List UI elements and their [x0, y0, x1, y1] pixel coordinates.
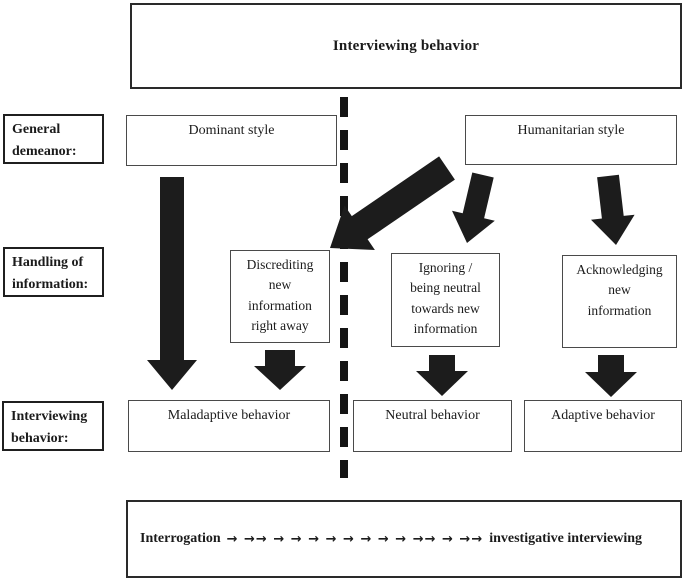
continuum-end-label: investigative interviewing — [489, 531, 643, 546]
maladaptive-behavior-box: Maladaptive behavior — [128, 400, 330, 452]
row-label-general-demeanor: General demeanor: — [3, 114, 104, 164]
neutral-behavior-label: Neutral behavior — [385, 408, 480, 423]
maladaptive-behavior-label: Maladaptive behavior — [167, 408, 291, 423]
arrow-humanitarian-to-discrediting-icon — [330, 156, 455, 250]
interviewing-behavior-title-box: Interviewing behavior — [130, 3, 682, 89]
row-label-interviewing-behavior: Interviewing behavior: — [2, 401, 104, 451]
arrow-acknowledging-to-adaptive-icon — [585, 355, 637, 397]
arrow-dominant-to-maladaptive-icon — [147, 177, 197, 390]
dominant-style-label: Dominant style — [188, 123, 275, 138]
arrow-humanitarian-to-ignoring-icon — [452, 172, 495, 243]
diagram-title: Interviewing behavior — [332, 37, 480, 54]
arrow-humanitarian-to-acknowledging-icon — [591, 174, 635, 245]
neutral-behavior-box: Neutral behavior — [353, 400, 512, 452]
continuum-start-label: Interrogation — [140, 531, 221, 546]
humanitarian-style-box: Humanitarian style — [465, 115, 677, 165]
adaptive-behavior-label: Adaptive behavior — [551, 408, 655, 423]
discrediting-information-box: Discrediting new information right away — [230, 250, 330, 343]
row-label-handling-of-information: Handling of information: — [3, 247, 104, 297]
dominant-style-box: Dominant style — [126, 115, 337, 166]
arrow-discrediting-to-maladaptive-icon — [254, 350, 306, 390]
humanitarian-style-label: Humanitarian style — [517, 123, 625, 138]
adaptive-behavior-box: Adaptive behavior — [524, 400, 682, 452]
interrogation-continuum-box: Interrogation → →→ → → → → → → → → →→ → … — [126, 500, 682, 578]
arrow-ignoring-to-neutral-icon — [416, 355, 468, 396]
ignoring-neutral-information-box: Ignoring / being neutral towards new inf… — [391, 253, 500, 347]
continuum-arrows-icon: → →→ → → → → → → → → →→ → →→ — [226, 531, 484, 547]
acknowledging-information-box: Acknowledging new information — [562, 255, 677, 348]
